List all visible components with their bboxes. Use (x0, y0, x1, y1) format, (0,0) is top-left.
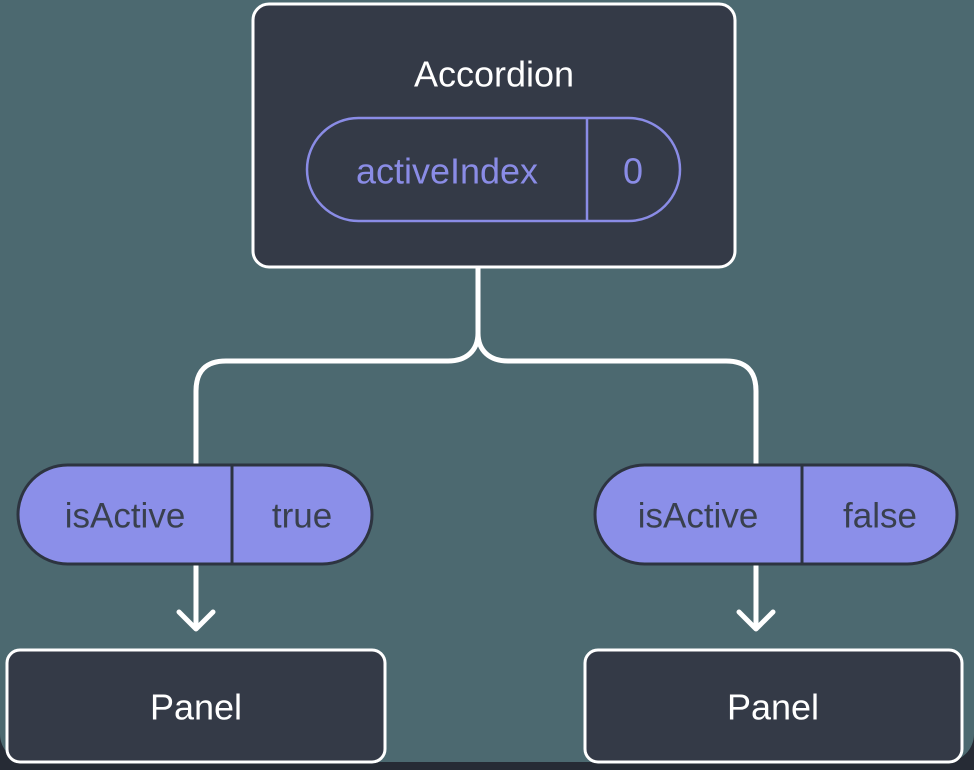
connector-right-branch (475, 330, 759, 630)
prop-value-left: true (272, 497, 332, 536)
state-pill: activeIndex 0 (305, 116, 682, 223)
state-value: 0 (623, 151, 643, 192)
panel-title-right: Panel (727, 687, 819, 728)
panel-node-left: Panel (5, 648, 387, 764)
panel-node-right-box (583, 648, 964, 764)
prop-name-left: isActive (65, 497, 186, 536)
arrowhead-right-icon (736, 609, 776, 632)
panel-title-left: Panel (150, 687, 242, 728)
prop-value-right: false (843, 497, 917, 536)
accordion-node: Accordion activeIndex 0 (251, 2, 737, 269)
connector-group (176, 262, 776, 632)
state-pill-outline (305, 116, 682, 223)
state-name: activeIndex (356, 151, 538, 192)
accordion-node-box (251, 2, 737, 269)
accordion-title: Accordion (414, 54, 574, 95)
prop-pill-right: isActive false (593, 463, 959, 566)
prop-pill-right-shape (593, 463, 959, 566)
connector-left-branch (193, 262, 481, 630)
prop-pill-left: isActive true (16, 463, 374, 566)
panel-node-right: Panel (583, 648, 964, 764)
prop-name-right: isActive (638, 497, 759, 536)
panel-node-left-box (5, 648, 387, 764)
arrowhead-left-icon (176, 609, 216, 632)
prop-pill-left-shape (16, 463, 374, 566)
